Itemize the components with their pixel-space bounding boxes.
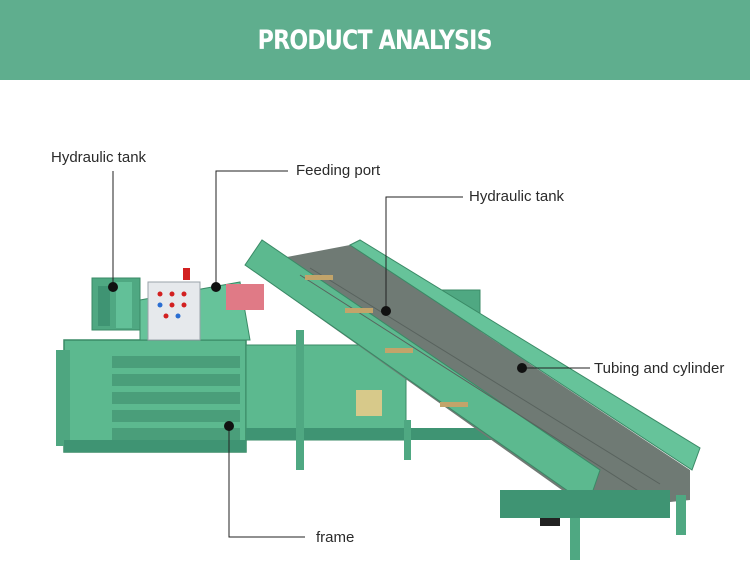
warning-light — [183, 268, 190, 280]
callout-dot-hydraulic-tank-left — [108, 282, 118, 292]
header-banner: PRODUCT ANALYSIS — [0, 0, 750, 80]
control-box — [147, 281, 201, 341]
banner-title: PRODUCT ANALYSIS — [257, 24, 493, 56]
callout-label-tubing-and-cylinder: Tubing and cylinder — [594, 360, 725, 377]
leader-line-hydraulic-tank-right — [385, 196, 463, 311]
callout-dot-frame — [224, 421, 234, 431]
callout-label-feeding-port: Feeding port — [296, 162, 381, 179]
callout-label-hydraulic-tank-left: Hydraulic tank — [51, 149, 147, 166]
callout-label-frame: frame — [316, 529, 355, 546]
pink-panel — [226, 284, 264, 310]
baler-machine — [56, 239, 701, 560]
callout-dot-feeding-port — [211, 282, 221, 292]
callout-label-hydraulic-tank-right: Hydraulic tank — [469, 188, 565, 205]
leader-line-feeding-port — [215, 170, 288, 287]
callout-dot-tubing-and-cylinder — [517, 363, 527, 373]
leader-line-frame — [228, 426, 305, 538]
callout-dot-hydraulic-tank-right — [381, 306, 391, 316]
